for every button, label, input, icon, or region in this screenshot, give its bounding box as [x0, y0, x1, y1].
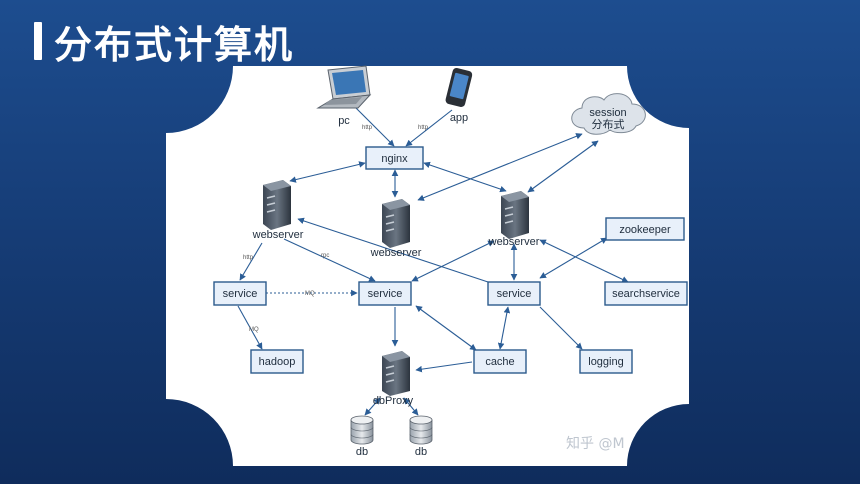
diagram-edges: [237, 107, 629, 416]
cloud-icon: [571, 93, 646, 135]
edge-webserver-left-service-left: [239, 242, 263, 281]
edge-dbproxy-db-left: [364, 397, 381, 416]
node-logging: logging: [579, 349, 633, 374]
edge-label-app-http: http: [418, 125, 429, 131]
node-label-pc: pc: [338, 115, 350, 127]
edge-service-right-logging: [539, 306, 583, 350]
node-service-left: service: [213, 281, 267, 306]
server-icon-webserver-mid: [382, 199, 410, 248]
node-label-dbproxy: dbProxy: [373, 395, 414, 407]
node-label-session: session: [589, 107, 626, 119]
edge-service-right-cache: [497, 306, 511, 350]
node-service-mid: service: [358, 281, 412, 306]
server-icon-webserver-left: [263, 180, 291, 230]
server-icon-dbproxy: [382, 351, 410, 396]
edge-service-right-zookeeper: [539, 237, 608, 279]
node-label-session-distributed: 分布式: [592, 118, 625, 131]
node-label-webserver-left: webserver: [252, 229, 304, 241]
slide-title: 分布式计算机: [54, 23, 295, 67]
node-label-hadoop: hadoop: [259, 356, 296, 368]
edge-label-mq: MQ: [305, 291, 315, 297]
node-label-service-left: service: [223, 288, 258, 300]
edge-webserver-right-service-mid: [411, 240, 495, 282]
edge-cache-dbproxy: [415, 361, 473, 373]
node-label-logging: logging: [588, 356, 623, 368]
watermark-text: 知乎 @M: [566, 435, 625, 452]
edge-pc-nginx: [355, 107, 395, 147]
laptop-icon: [316, 65, 372, 109]
title-accent-bar: [34, 22, 42, 60]
edge-label-pc-http: http: [362, 125, 373, 131]
edge-service-left-hadoop: [237, 305, 263, 350]
node-label-service-mid: service: [368, 288, 403, 300]
node-zookeeper: zookeeper: [605, 217, 685, 241]
edge-nginx-webserver-left: [289, 161, 366, 183]
phone-icon: [445, 67, 473, 108]
node-searchservice: searchservice: [604, 281, 688, 306]
edge-webserver-left-service-mid: [283, 238, 376, 282]
node-hadoop: hadoop: [250, 349, 304, 374]
edge-dbproxy-db-right: [403, 397, 419, 416]
edge-service-mid-cache: [415, 305, 477, 351]
node-label-searchservice: searchservice: [612, 288, 680, 300]
node-label-db-left: db: [356, 446, 368, 458]
database-icon-right: [409, 415, 433, 445]
edge-label-mq-hadoop: MQ: [249, 327, 259, 333]
edge-session-webserver-right: [527, 140, 599, 193]
node-service-right: service: [487, 281, 541, 306]
node-label-zookeeper: zookeeper: [619, 224, 671, 236]
database-icon-left: [350, 415, 374, 445]
edge-app-nginx: [405, 109, 453, 147]
node-nginx: nginx: [365, 146, 424, 170]
node-label-cache: cache: [485, 356, 514, 368]
server-icon-webserver-right: [501, 191, 529, 239]
node-label-webserver-right: webserver: [488, 236, 540, 248]
node-label-service-right: service: [497, 288, 532, 300]
node-cache: cache: [473, 349, 527, 374]
node-label-webserver-mid: webserver: [370, 247, 422, 259]
edge-label-http: http: [243, 255, 254, 261]
node-label-app: app: [450, 112, 468, 124]
edge-label-rpc: rpc: [321, 253, 329, 259]
node-label-db-right: db: [415, 446, 427, 458]
node-label-nginx: nginx: [381, 153, 408, 165]
